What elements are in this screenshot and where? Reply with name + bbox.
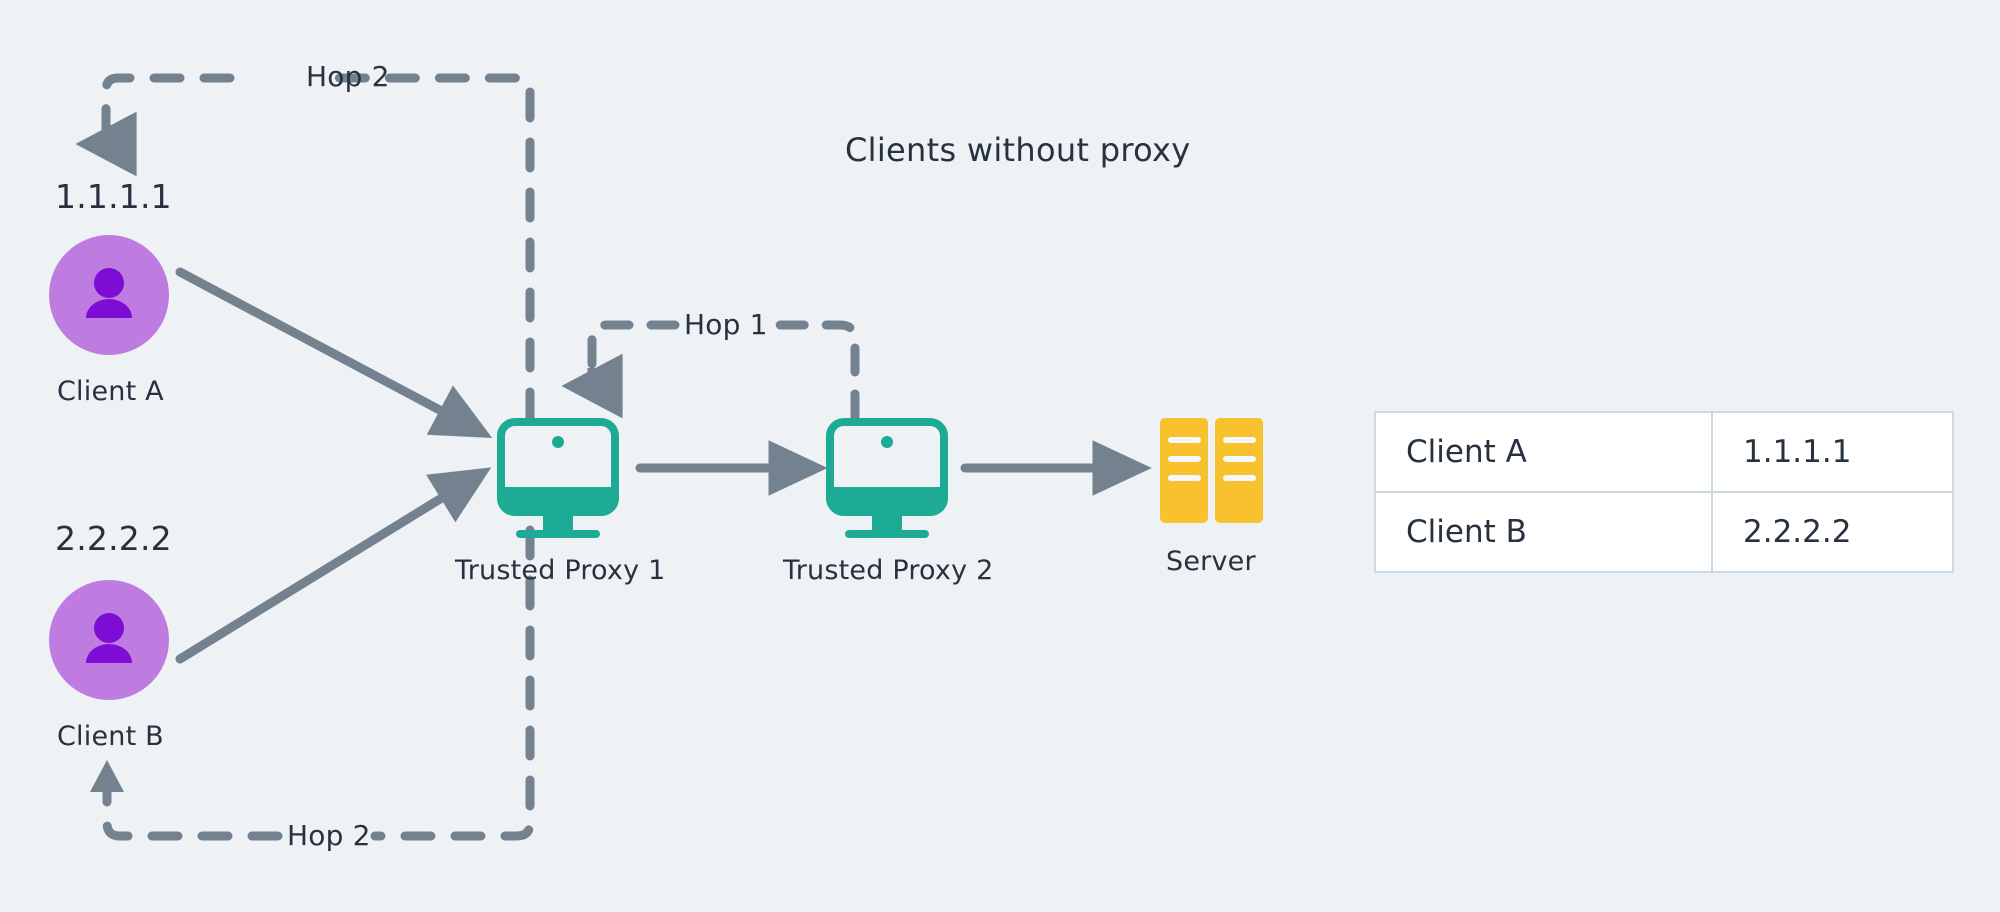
client-a-ip-label: 1.1.1.1 [55, 177, 172, 216]
hop-2-top-label: Hop 2 [306, 60, 390, 93]
hop-2-bottom-label: Hop 2 [287, 819, 371, 852]
proxy-2-label: Trusted Proxy 2 [783, 555, 994, 586]
user-avatar-icon [86, 268, 132, 318]
client-a-avatar[interactable] [49, 235, 169, 355]
table-row: Client B 2.2.2.2 [1374, 491, 1954, 573]
table-row: Client A 1.1.1.1 [1374, 411, 1954, 493]
server-label: Server [1166, 546, 1256, 577]
proxy-1-monitor-icon[interactable] [497, 418, 619, 538]
client-a-to-proxy1-arrow [175, 267, 493, 438]
client-b-label: Client B [57, 721, 164, 752]
table-cell-ip: 2.2.2.2 [1711, 491, 1954, 573]
table-cell-client: Client A [1374, 411, 1713, 493]
table-cell-ip: 1.1.1.1 [1711, 411, 1954, 493]
server-rack-icon[interactable] [1160, 418, 1263, 523]
client-b-avatar[interactable] [49, 580, 169, 700]
client-b-to-proxy1-arrow [175, 467, 492, 664]
hop-1-label: Hop 1 [684, 308, 768, 341]
client-a-label: Client A [57, 376, 164, 407]
page-title: Clients without proxy [845, 131, 1191, 169]
client-ip-table: Client A 1.1.1.1 Client B 2.2.2.2 [1374, 411, 1954, 573]
user-avatar-icon [86, 613, 132, 663]
hop-2-bottom-path [90, 525, 535, 841]
table-cell-client: Client B [1374, 491, 1713, 573]
hop-1-path [561, 320, 860, 423]
client-b-ip-label: 2.2.2.2 [55, 519, 172, 558]
proxy-2-monitor-icon[interactable] [826, 418, 948, 538]
proxy-1-label: Trusted Proxy 1 [455, 555, 666, 586]
hop-2-top-path [75, 73, 535, 423]
